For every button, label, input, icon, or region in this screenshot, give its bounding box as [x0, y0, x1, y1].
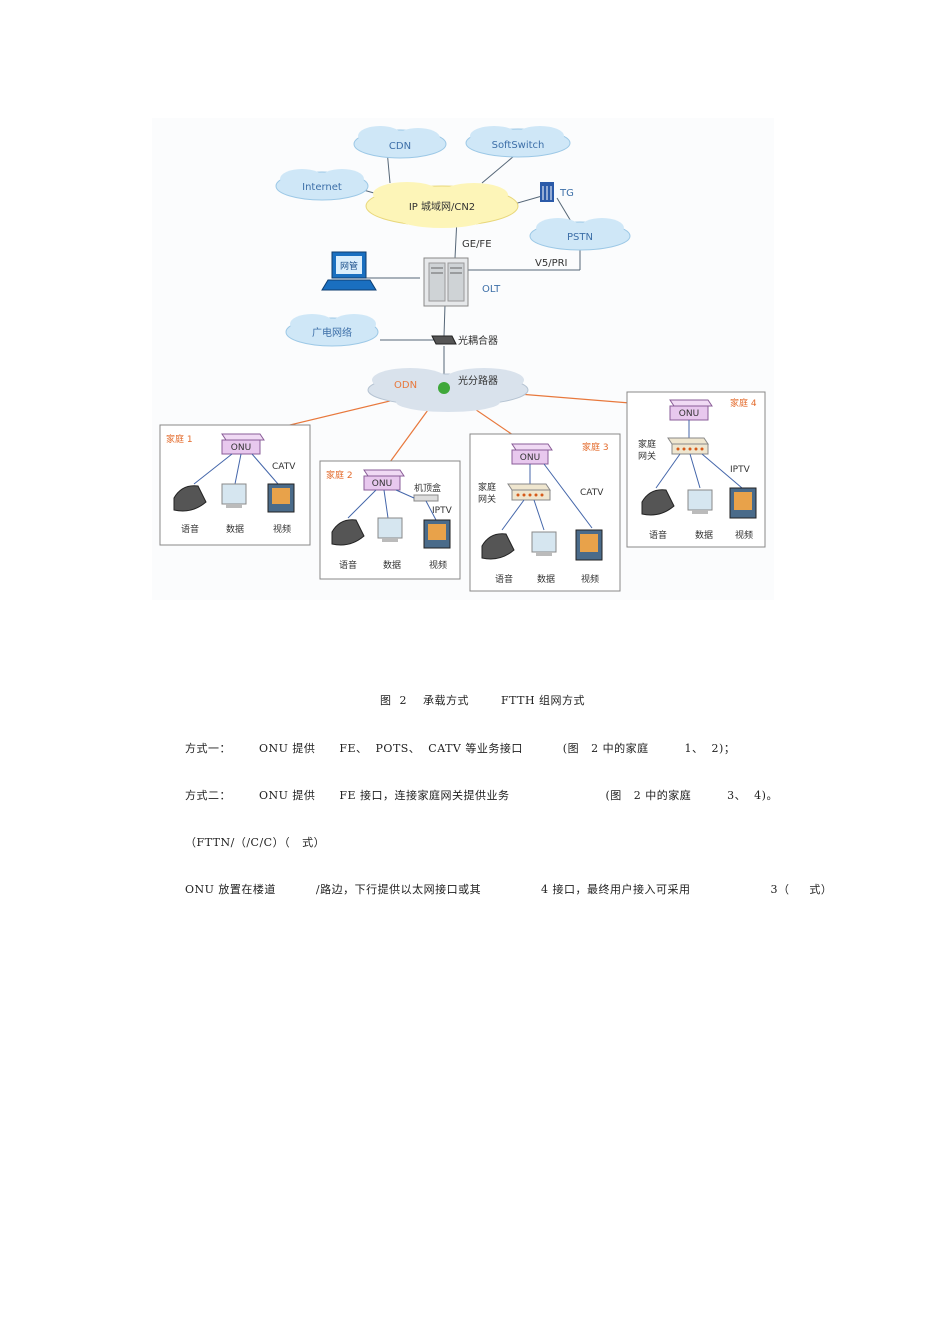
video-label: 视频 — [735, 529, 753, 541]
home-1: 家庭 1 ONU CATV 语音 数据 视频 — [159, 424, 311, 546]
video-label: 视频 — [429, 559, 447, 571]
home-3-title: 家庭 3 — [582, 441, 609, 453]
home-2: 家庭 2 ONU 机顶盒 IPTV 语音 数据 视频 — [319, 460, 461, 580]
pstn-cloud: PSTN — [529, 218, 631, 251]
onu-label: ONU — [231, 443, 251, 453]
gateway-label-1: 家庭 — [638, 438, 656, 450]
cdn-cloud: CDN — [353, 126, 447, 159]
home-3-side-label: CATV — [580, 488, 604, 498]
nms-laptop-icon: 网管 — [321, 251, 377, 291]
phone-icon — [173, 485, 207, 512]
voice-label: 语音 — [495, 573, 513, 585]
tv-icon — [267, 483, 295, 513]
tv-icon — [423, 519, 451, 549]
onu-label: ONU — [679, 409, 699, 419]
pstn-label: PSTN — [567, 232, 593, 243]
broadcast-network-cloud: 广电网络 — [285, 314, 379, 347]
data-label: 数据 — [226, 523, 244, 535]
home-1-title: 家庭 1 — [166, 433, 193, 445]
gateway-label-1: 家庭 — [478, 481, 496, 493]
broadcast-label: 广电网络 — [312, 326, 352, 339]
data-label: 数据 — [695, 529, 713, 541]
home-gateway-icon — [507, 483, 551, 501]
home-1-side-label: CATV — [272, 462, 296, 472]
tv-icon — [575, 529, 603, 561]
home-4-title: 家庭 4 — [730, 397, 757, 409]
odn-label: ODN — [394, 380, 417, 391]
onu-label: ONU — [520, 453, 540, 463]
onu-label: ONU — [372, 479, 392, 489]
metro-network-cloud: IP 城域网/CN2 — [365, 182, 519, 228]
home-3: 家庭 3 ONU 家庭 网关 CATV 语音 — [469, 433, 621, 592]
figure-caption: 图 2 承载方式 FTTH 组网方式 — [380, 694, 586, 707]
body-line-2: 方式二： ONU 提供 FE 接口，连接家庭网关提供业务 (图 2 中的家庭 3… — [185, 789, 778, 802]
home-2-title: 家庭 2 — [326, 469, 353, 481]
data-label: 数据 — [537, 573, 555, 585]
body-line-3: （FTTN/（/C/C）（ 式） — [185, 836, 326, 849]
body-line-1: 方式一： ONU 提供 FE、 POTS、 CATV 等业务接口 (图 2 中的… — [185, 742, 736, 755]
metro-label: IP 城域网/CN2 — [409, 200, 475, 213]
coupler-icon — [431, 335, 457, 345]
computer-icon — [531, 531, 557, 556]
softswitch-label: SoftSwitch — [492, 140, 545, 151]
body-line-4: ONU 放置在楼道 /路边，下行提供以太网接口或其 4 接口，最终用户接入可采用… — [185, 883, 833, 896]
tg-label: TG — [559, 188, 574, 199]
home-4-side-label: IPTV — [730, 465, 751, 475]
voice-label: 语音 — [649, 529, 667, 541]
olt-server-icon — [423, 257, 469, 307]
data-label: 数据 — [383, 559, 401, 571]
internet-cloud: Internet — [275, 169, 369, 201]
v5pri-link-label: V5/PRI — [535, 258, 568, 269]
video-label: 视频 — [581, 573, 599, 585]
voice-label: 语音 — [181, 523, 199, 535]
computer-icon — [687, 489, 713, 514]
tv-icon — [729, 487, 757, 519]
phone-icon — [481, 533, 515, 560]
home-4: 家庭 4 ONU 家庭 网关 IPTV 语音 — [626, 391, 766, 548]
cdn-label: CDN — [389, 141, 411, 152]
home-2-side-label: IPTV — [432, 506, 453, 516]
gefe-link-label: GE/FE — [462, 239, 492, 250]
olt-label: OLT — [482, 284, 501, 295]
internet-label: Internet — [302, 182, 342, 193]
video-label: 视频 — [273, 523, 291, 535]
nms-label: 网管 — [340, 260, 358, 272]
stb-label: 机顶盒 — [414, 482, 441, 494]
voice-label: 语音 — [339, 559, 357, 571]
phone-icon — [641, 489, 675, 516]
coupler-label: 光耦合器 — [458, 334, 498, 347]
computer-icon — [377, 517, 403, 542]
tg-device: TG — [540, 182, 574, 202]
phone-icon — [331, 519, 365, 546]
softswitch-cloud: SoftSwitch — [465, 126, 571, 158]
splitter-label: 光分路器 — [458, 374, 498, 387]
splitter-icon — [438, 382, 450, 394]
home-gateway-icon — [667, 437, 709, 455]
gateway-label-2: 网关 — [638, 450, 656, 462]
gateway-label-2: 网关 — [478, 493, 496, 505]
computer-icon — [221, 483, 247, 508]
ftth-network-diagram: CDN SoftSwitch Internet IP 城域网/CN2 TG PS… — [152, 118, 774, 600]
set-top-box-icon — [413, 494, 439, 502]
